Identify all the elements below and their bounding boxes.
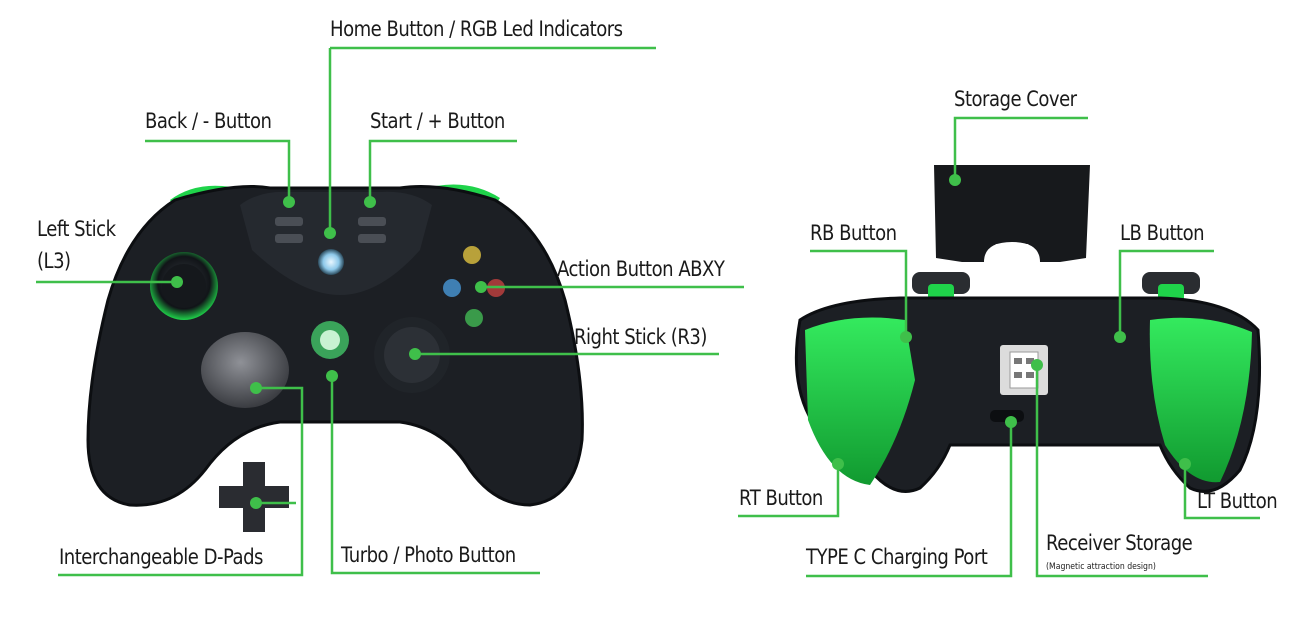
rt-trigger-shape bbox=[805, 317, 915, 485]
storage-cover-callout-line bbox=[953, 116, 1088, 180]
back-callout-line bbox=[145, 139, 291, 200]
rb-button-label: RB Button bbox=[810, 221, 897, 245]
lt-button-label: LT Button bbox=[1197, 489, 1278, 513]
rb-bumper-shape bbox=[912, 272, 970, 294]
back-button-shape bbox=[275, 217, 303, 226]
home-button-label: Home Button / RGB Led Indicators bbox=[330, 17, 623, 41]
receiver-callout-line bbox=[1035, 365, 1208, 578]
turbo-button-label: Turbo / Photo Button bbox=[341, 543, 516, 567]
storage-cover-shape bbox=[934, 165, 1090, 262]
start-button-shape-2 bbox=[358, 234, 386, 243]
home-button-shape bbox=[318, 249, 344, 275]
right-stick-label: Right Stick (R3) bbox=[574, 325, 707, 349]
spare-dpad-shape bbox=[219, 462, 289, 532]
callout-lines bbox=[36, 46, 1260, 578]
rt-button-label: RT Button bbox=[739, 486, 823, 510]
front-controller bbox=[86, 184, 584, 532]
start-button-shape bbox=[358, 217, 386, 226]
action-button-label: Action Button ABXY bbox=[557, 257, 725, 281]
back-button-shape-2 bbox=[275, 234, 303, 243]
type-c-callout-line bbox=[806, 422, 1013, 578]
back-button-label: Back / - Button bbox=[145, 109, 272, 133]
rb-callout-line bbox=[810, 249, 908, 337]
callout-dots bbox=[171, 174, 1191, 509]
left-stick-label: Left Stick bbox=[37, 217, 116, 241]
storage-cover-label: Storage Cover bbox=[954, 87, 1077, 111]
start-callout-line bbox=[368, 139, 517, 200]
lt-trigger-shape bbox=[1149, 317, 1252, 483]
left-stick-sub-label: (L3) bbox=[37, 249, 71, 273]
lt-callout-line bbox=[1183, 464, 1260, 520]
type-c-label: TYPE C Charging Port bbox=[806, 545, 988, 569]
back-controller bbox=[794, 165, 1262, 493]
lb-callout-line bbox=[1118, 249, 1214, 337]
x-button-shape bbox=[443, 279, 461, 297]
lb-bumper-shape bbox=[1142, 272, 1200, 294]
rt-callout-line bbox=[738, 464, 840, 518]
y-button-shape bbox=[463, 246, 481, 264]
a-button-shape bbox=[465, 309, 483, 327]
receiver-storage-label: Receiver Storage bbox=[1046, 531, 1193, 555]
dpads-callout-line bbox=[58, 386, 304, 577]
dpad-well-shape bbox=[201, 332, 289, 408]
receiver-storage-note: (Magnetic attraction design) bbox=[1046, 562, 1156, 572]
turbo-callout-line bbox=[330, 376, 540, 575]
dpads-label: Interchangeable D-Pads bbox=[59, 545, 263, 569]
lb-button-label: LB Button bbox=[1120, 221, 1205, 245]
start-button-label: Start / + Button bbox=[370, 109, 505, 133]
